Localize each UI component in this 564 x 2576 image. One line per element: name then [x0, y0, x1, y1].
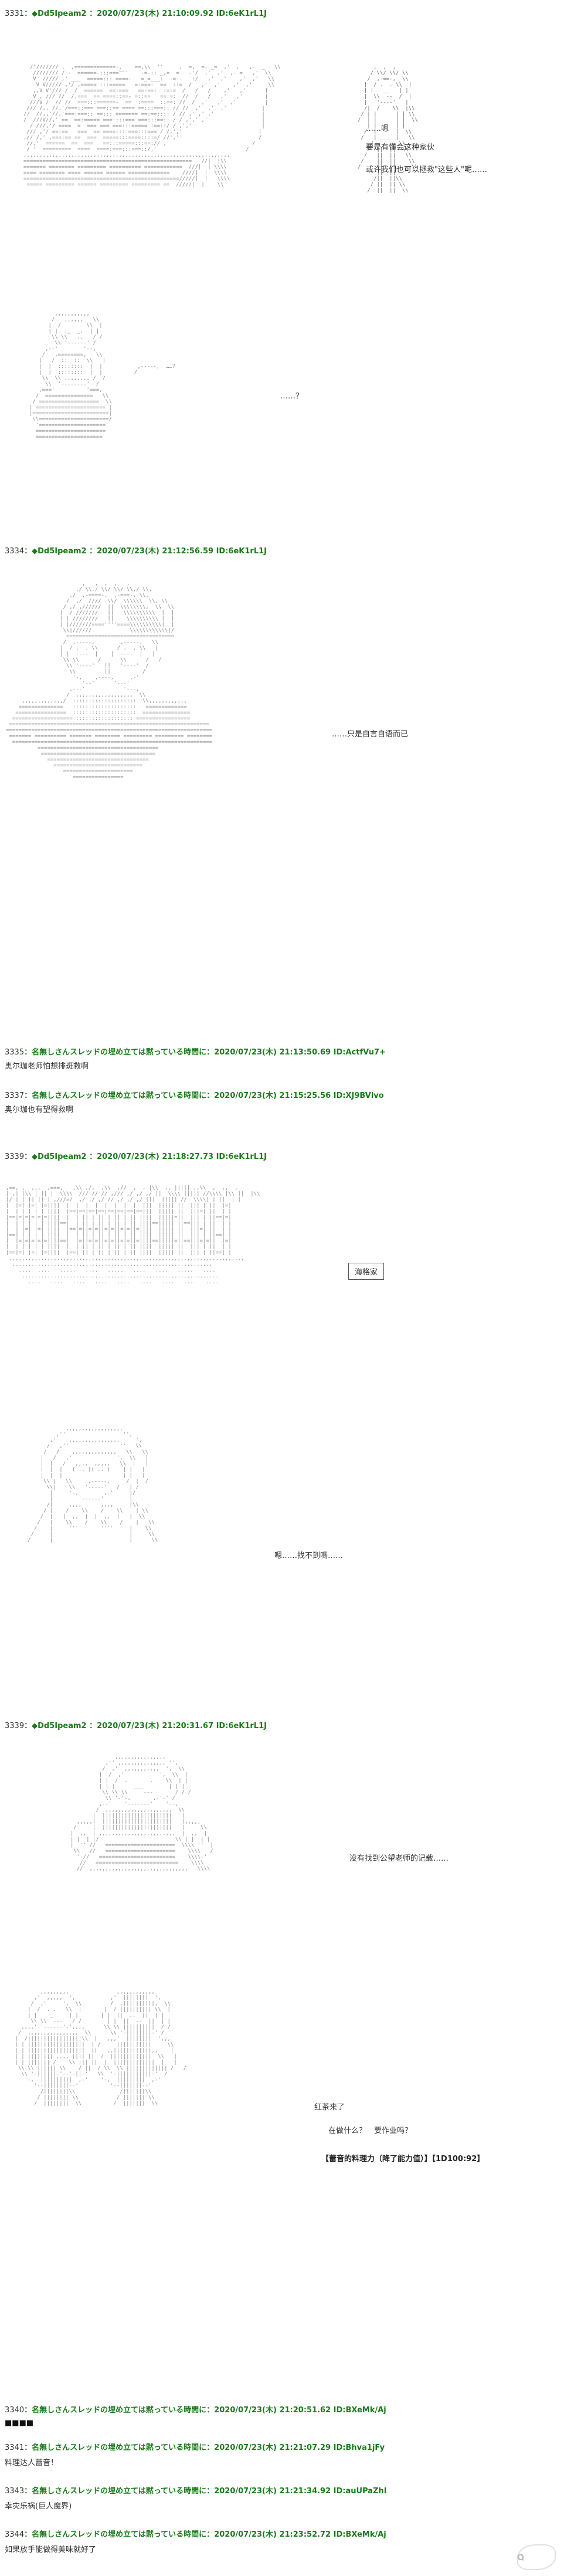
ascii-art-two-characters: ,,,,,,,,, ,,,,,,,,,,,, ,' ,,,,, ', ,' ||… [15, 1989, 187, 2107]
post-text: ■■■■ [5, 2419, 34, 2428]
post-meta: ：名無しさんスレッドの埋め立ては黙っている時間に：2020/07/23(木) 2… [24, 2487, 387, 2496]
post-number[interactable]: 3335 [5, 1048, 25, 1057]
post-meta: ：名無しさんスレッドの埋め立ては黙っている時間に：2020/07/23(木) 2… [24, 2406, 386, 2415]
dialog-line: 嗯……找不到嗎…… [274, 1551, 344, 1560]
post-header: 3340：名無しさんスレッドの埋め立ては黙っている時間に：2020/07/23(… [5, 2403, 386, 2415]
post-number[interactable]: 3340 [5, 2406, 25, 2415]
post-number[interactable]: 3337 [5, 1091, 25, 1100]
post-header: 3334：◆Dd5Ipeam2 ：2020/07/23(木) 21:12:56.… [5, 545, 267, 556]
dialog-line: 要是有懂会这种家伙 [366, 143, 435, 152]
dialog-line: ……只是自言自语而已 [332, 730, 409, 739]
post-meta: ：名無しさんスレッドの埋め立ては黙っている時間に：2020/07/23(木) 2… [24, 2530, 386, 2539]
post-header: 3343：名無しさんスレッドの埋め立ては黙っている時間に：2020/07/23(… [5, 2484, 387, 2496]
post-number[interactable]: 3343 [5, 2487, 25, 2496]
ascii-art-castle: ,==, , ,,, ,===, ,\\ ,/, ,\\ ,// , , |\\… [6, 1185, 260, 1285]
post-number[interactable]: 3339 [5, 1152, 25, 1161]
post-meta: ：◆Dd5Ipeam2 ：2020/07/23(木) 21:20:31.67 I… [24, 1722, 267, 1730]
post-text: 奥尔珈老师怕想排斑救啊 [5, 1062, 89, 1071]
ascii-art-hat-figure: , , , , , ,/ \\,/ \\/ \\/ \\,/ \\, ,/ ,-… [6, 581, 213, 780]
post-text: 料理达人蕾音！ [5, 2459, 59, 2467]
dialog-line: ……？ [280, 392, 304, 401]
post-header: 3331：◆Dd5Ipeam2 ：2020/07/23(木) 21:10:09.… [5, 7, 267, 18]
post-header: 3335：名無しさんスレッドの埋め立ては黙っている時間に：2020/07/23(… [5, 1046, 386, 1057]
post-text: 幸灾乐祸(巨人魔界) [5, 2502, 72, 2511]
post-meta: ：名無しさんスレッドの埋め立ては黙っている時間に：2020/07/23(木) 2… [24, 2443, 385, 2452]
dialog-line: 没有找到公望老师的记载…… [349, 1854, 449, 1863]
dialog-line: 红茶来了 [314, 2103, 345, 2112]
post-header: 3339：◆Dd5Ipeam2 ：2020/07/23(木) 21:18:27.… [5, 1150, 267, 1161]
post-meta: ：◆Dd5Ipeam2 ：2020/07/23(木) 21:10:09.92 I… [24, 9, 267, 18]
post-number[interactable]: 3344 [5, 2530, 25, 2539]
post-meta: ：◆Dd5Ipeam2 ：2020/07/23(木) 21:12:56.59 I… [24, 547, 267, 556]
post-text: 奥尔珈也有望得救啊 [5, 1106, 74, 1114]
post-number[interactable]: 3339 [5, 1722, 25, 1730]
ascii-art-figure: ,,,,,,,,,,, / ,,,,,, \\ | / \\ | | | ._ … [29, 311, 178, 440]
post-header: 3339：◆Dd5Ipeam2 ：2020/07/23(木) 21:20:31.… [5, 1719, 267, 1730]
ascii-art-girl-face: ,,,,,,,,,,,,,,,,,, ,'' '', ,' ,,,,,,,,,,… [28, 1426, 158, 1543]
post-number[interactable]: 3334 [5, 547, 25, 556]
post-number[interactable]: 3341 [5, 2443, 25, 2452]
dialog-line: 在做什么？ 要作业吗？ [328, 2127, 413, 2135]
post-text: 如果放手能做得美味就好了 [5, 2545, 97, 2554]
watermark-logo-icon [517, 2544, 556, 2570]
ascii-art-character: , , , / \\/ \\/ \\ / ,-==-, \\ | / . . \… [358, 65, 418, 194]
post-header: 3344：名無しさんスレッドの埋め立ては黙っている時間に：2020/07/23(… [5, 2528, 386, 2539]
ascii-art-desk-scene: ,,,,,,,,,,,,,,,, ,'' ,,,,,,,,,,,,,,, '',… [70, 1754, 213, 1872]
dialog-line: ……嗯 [366, 124, 389, 133]
post-number[interactable]: 3331 [5, 9, 25, 18]
ascii-art-landscape: /"/////// , ,=============-. ==,\\ '' , … [23, 65, 281, 188]
post-meta: ：名無しさんスレッドの埋め立ては黙っている時間に：2020/07/23(木) 2… [24, 1048, 386, 1057]
location-label: 海格家 [348, 1263, 385, 1280]
dice-result: 【蕾音的料理力（降了能力值）】【1D100:92】 [321, 2155, 485, 2163]
post-header: 3341：名無しさんスレッドの埋め立ては黙っている時間に：2020/07/23(… [5, 2441, 385, 2452]
post-header: 3337：名無しさんスレッドの埋め立ては黙っている時間に：2020/07/23(… [5, 1089, 384, 1100]
post-meta: ：名無しさんスレッドの埋め立ては黙っている時間に：2020/07/23(木) 2… [24, 1091, 384, 1100]
post-meta: ：◆Dd5Ipeam2 ：2020/07/23(木) 21:18:27.73 I… [24, 1152, 267, 1161]
dialog-line: 或许我们也可以拯救"这些人"呢…… [366, 165, 487, 174]
